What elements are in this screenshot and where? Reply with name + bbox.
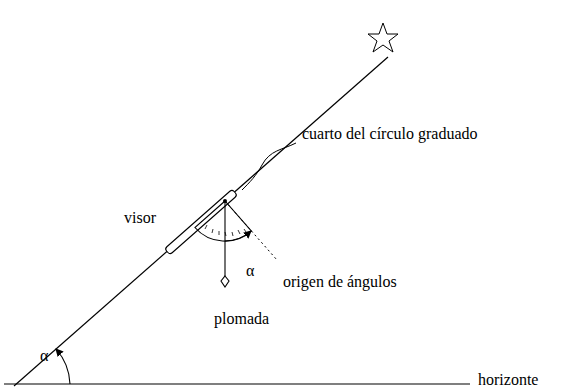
plumb-bob xyxy=(221,276,229,287)
angle-symbol: α xyxy=(246,262,254,280)
quadrant-ticks xyxy=(199,221,246,236)
part-label: origen de ángulos xyxy=(283,273,397,291)
angle-symbol: α xyxy=(40,347,48,365)
horizon-line xyxy=(4,383,470,384)
elevation-arc xyxy=(56,349,70,384)
part-label: plomada xyxy=(214,310,269,328)
callout-label: cuarto del círculo graduado xyxy=(302,125,477,143)
part-label: horizonte xyxy=(478,371,538,389)
leader-line xyxy=(242,143,296,190)
plumb-line xyxy=(224,201,225,276)
star-symbol xyxy=(368,23,398,52)
part-label: visor xyxy=(124,209,156,227)
sight-line xyxy=(14,57,388,386)
angle-origin-line xyxy=(225,201,277,260)
angle-arc xyxy=(225,231,251,241)
